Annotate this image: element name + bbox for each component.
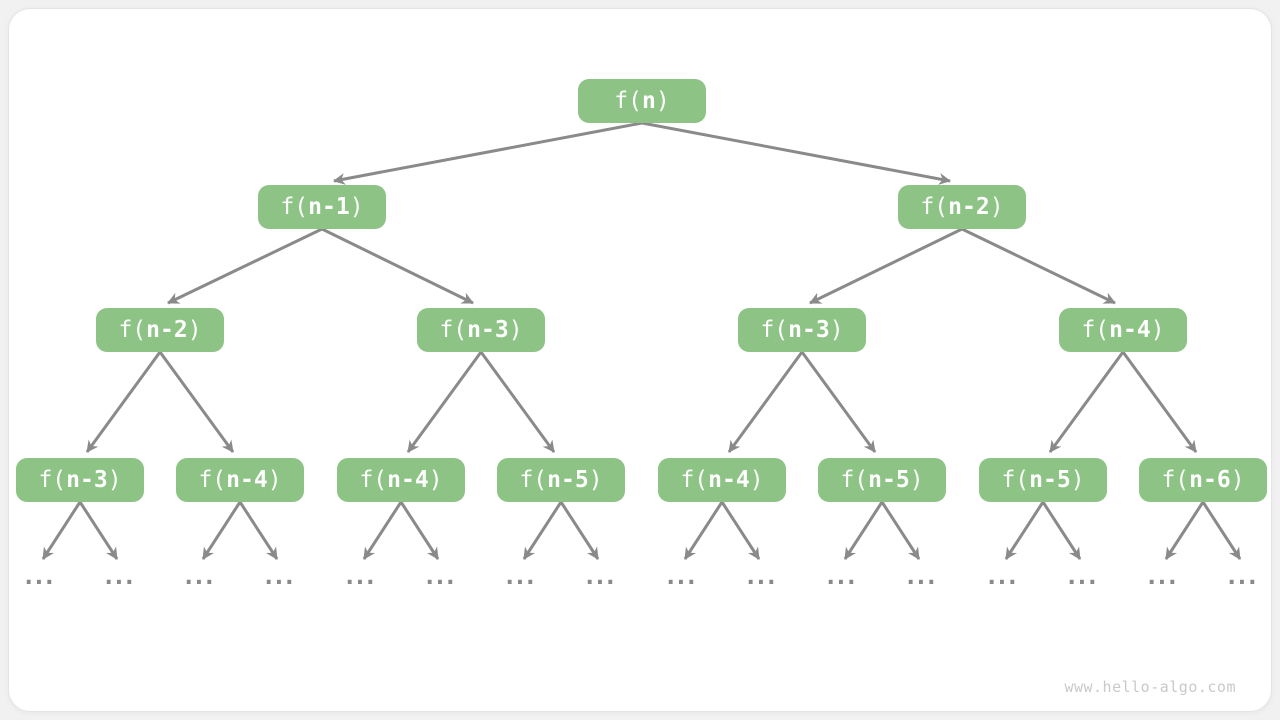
node-label-arg: n-3 xyxy=(788,317,830,343)
tree-node-f-n-3b: f(n-3) xyxy=(738,308,866,352)
node-label-prefix: f( xyxy=(359,467,388,493)
node-label-prefix: f( xyxy=(1081,317,1110,343)
node-label-suffix: ) xyxy=(107,467,122,493)
node-label-arg: n-4 xyxy=(226,467,268,493)
tree-node-f-n-1: f(n-1) xyxy=(258,185,386,229)
tree-node-l4-6: f(n-5) xyxy=(818,458,946,502)
node-label-suffix: ) xyxy=(187,317,202,343)
node-label-arg: n-4 xyxy=(387,467,429,493)
node-label-prefix: f( xyxy=(38,467,67,493)
ellipsis: ... xyxy=(184,565,216,590)
node-label-arg: n-5 xyxy=(868,467,910,493)
node-label-arg: n-4 xyxy=(1109,317,1151,343)
tree-node-f-n-2: f(n-2) xyxy=(898,185,1026,229)
node-label-prefix: f( xyxy=(680,467,709,493)
ellipsis: ... xyxy=(585,565,617,590)
node-label-prefix: f( xyxy=(1161,467,1190,493)
node-label-arg: n-3 xyxy=(467,317,509,343)
ellipsis: ... xyxy=(1067,565,1099,590)
ellipsis: ... xyxy=(906,565,938,590)
node-label-prefix: f( xyxy=(840,467,869,493)
tree-node-l4-4: f(n-5) xyxy=(497,458,625,502)
node-label-suffix: ) xyxy=(428,467,443,493)
node-label-arg: n-3 xyxy=(66,467,108,493)
node-label-prefix: f( xyxy=(280,194,309,220)
tree-node-l4-5: f(n-4) xyxy=(658,458,786,502)
node-label-suffix: ) xyxy=(749,467,764,493)
watermark-url: www.hello-algo.com xyxy=(1064,678,1236,696)
node-label-suffix: ) xyxy=(267,467,282,493)
node-label-prefix: f( xyxy=(118,317,147,343)
ellipsis: ... xyxy=(264,565,296,590)
node-label-arg: n-5 xyxy=(547,467,589,493)
ellipsis: ... xyxy=(425,565,457,590)
ellipsis: ... xyxy=(1227,565,1259,590)
node-label-arg: n-5 xyxy=(1029,467,1071,493)
node-label-prefix: f( xyxy=(920,194,949,220)
tree-node-f-n-2b: f(n-2) xyxy=(96,308,224,352)
ellipsis: ... xyxy=(1147,565,1179,590)
tree-node-f-n-3: f(n-3) xyxy=(417,308,545,352)
node-label-prefix: f( xyxy=(198,467,227,493)
node-label-suffix: ) xyxy=(909,467,924,493)
node-label-prefix: f( xyxy=(1001,467,1030,493)
tree-node-l4-1: f(n-3) xyxy=(16,458,144,502)
node-label-prefix: f( xyxy=(614,88,642,114)
node-label-arg: n-2 xyxy=(948,194,990,220)
node-label-suffix: ) xyxy=(829,317,844,343)
node-label-prefix: f( xyxy=(760,317,789,343)
tree-node-l4-8: f(n-6) xyxy=(1139,458,1267,502)
node-label-suffix: ) xyxy=(989,194,1004,220)
node-label-arg: n-6 xyxy=(1189,467,1231,493)
node-label-suffix: ) xyxy=(349,194,364,220)
tree-node-l4-3: f(n-4) xyxy=(337,458,465,502)
node-label-prefix: f( xyxy=(519,467,548,493)
node-label-suffix: ) xyxy=(1150,317,1165,343)
node-label-arg: n-1 xyxy=(308,194,350,220)
node-label-suffix: ) xyxy=(508,317,523,343)
ellipsis: ... xyxy=(505,565,537,590)
tree-node-l4-7: f(n-5) xyxy=(979,458,1107,502)
node-label-suffix: ) xyxy=(655,88,670,114)
node-label-prefix: f( xyxy=(439,317,468,343)
tree-node-f-n-4: f(n-4) xyxy=(1059,308,1187,352)
ellipsis: ... xyxy=(345,565,377,590)
tree-node-l4-2: f(n-4) xyxy=(176,458,304,502)
ellipsis: ... xyxy=(24,565,56,590)
node-label-suffix: ) xyxy=(588,467,603,493)
node-label-suffix: ) xyxy=(1230,467,1245,493)
ellipsis: ... xyxy=(746,565,778,590)
tree-node-f-n: f(n) xyxy=(578,79,706,123)
ellipsis: ... xyxy=(104,565,136,590)
node-label-arg: n xyxy=(641,88,656,114)
ellipsis: ... xyxy=(666,565,698,590)
ellipsis: ... xyxy=(987,565,1019,590)
ellipsis: ... xyxy=(826,565,858,590)
node-label-suffix: ) xyxy=(1070,467,1085,493)
node-label-arg: n-2 xyxy=(146,317,188,343)
node-label-arg: n-4 xyxy=(708,467,750,493)
